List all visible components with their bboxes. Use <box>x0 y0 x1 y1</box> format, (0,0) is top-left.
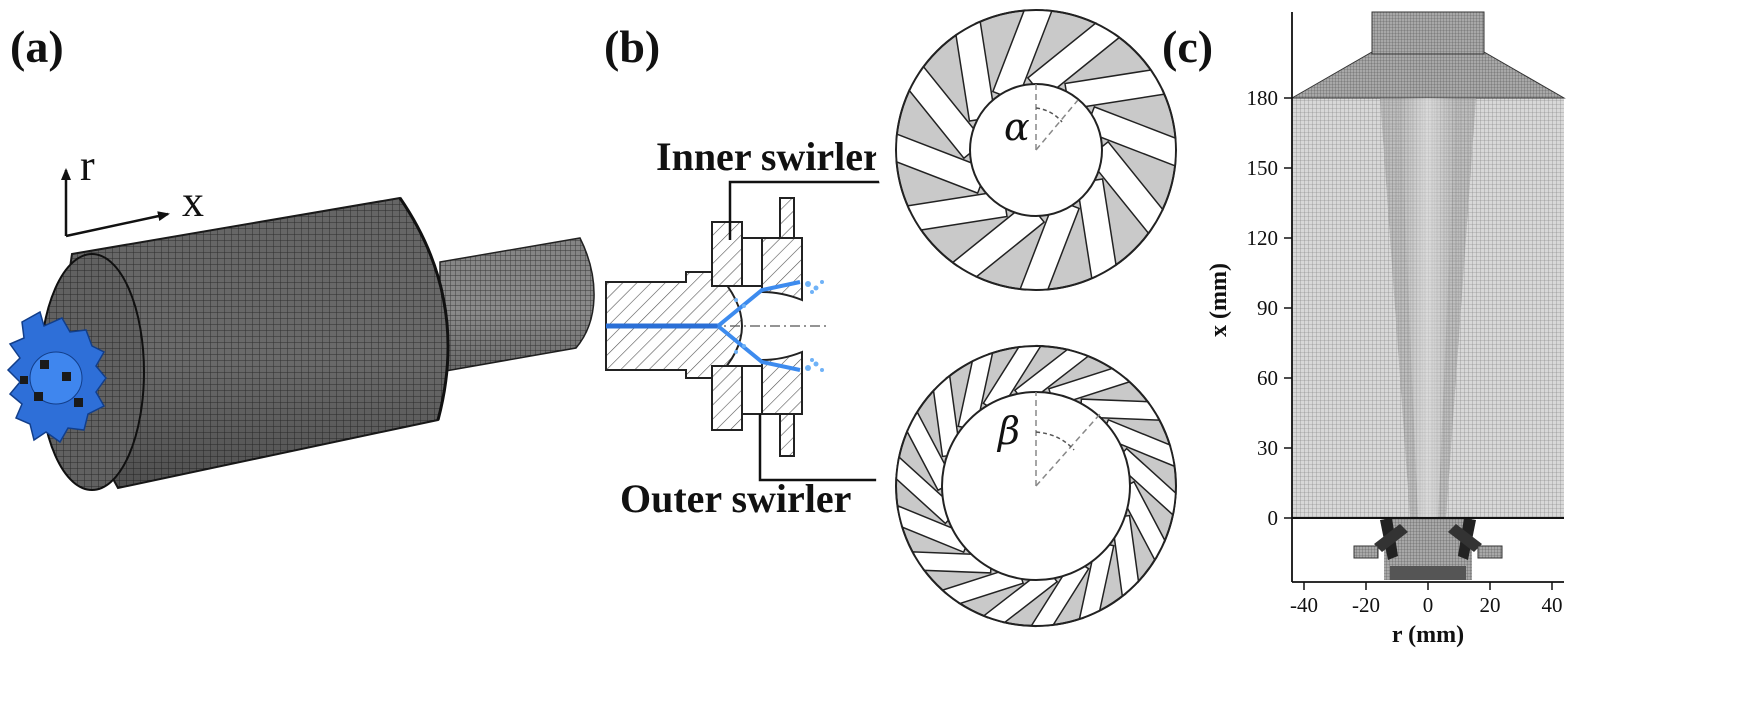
x-tick-label: 20 <box>1480 593 1501 617</box>
panel-c-label: (c) <box>1162 21 1213 72</box>
mesh-domain <box>1290 11 1566 580</box>
x-tick-label: 0 <box>1423 593 1434 617</box>
y-tick-label: 90 <box>1257 296 1278 320</box>
x-tick-label: -40 <box>1290 593 1318 617</box>
y-tick-label: 60 <box>1257 366 1278 390</box>
y-tick-label: 30 <box>1257 436 1278 460</box>
outer-swirler-diagram: β <box>876 326 1196 646</box>
outer-outer-edge <box>895 345 1177 627</box>
outer-swirl-angle-label: β <box>996 409 1020 453</box>
x-tick-label: 40 <box>1542 593 1563 617</box>
outer-swirler-label: Outer swirler <box>620 476 851 521</box>
y-tick-label: 180 <box>1247 86 1279 110</box>
y-axis-title: x (mm) <box>1206 263 1232 337</box>
y-tick-label: 150 <box>1247 156 1279 180</box>
y-tick-label: 120 <box>1247 226 1279 250</box>
axis-r-label: r <box>80 141 95 190</box>
inner-swirler-label: Inner swirler <box>656 134 881 179</box>
outer-swirler-leader <box>758 414 898 485</box>
outlet-pipe-mesh <box>439 237 595 373</box>
nozzle-cross-section <box>605 197 830 457</box>
axis-indicator: r x <box>61 141 204 238</box>
inner-swirler-diagram: α <box>876 0 1196 310</box>
panel-c: (c) 0 30 60 90 120 150 180 <box>1162 11 1566 648</box>
x-axis-ticks: -40 -20 0 20 40 <box>1290 582 1563 617</box>
y-axis-ticks: 0 30 60 90 120 150 180 <box>1247 86 1292 530</box>
inner-swirler-vanes <box>876 0 1196 310</box>
panel-b-label: (b) <box>604 21 660 72</box>
combustor-cylinder-mesh <box>39 196 450 491</box>
inner-outer-edge <box>895 9 1177 291</box>
panel-b: (b) <box>604 0 1196 646</box>
inner-swirl-angle-label: α <box>1004 105 1030 149</box>
inner-swirler-leader <box>728 177 898 240</box>
plot-axes: 0 30 60 90 120 150 180 -40 -20 0 20 40 x (mm) r (m… <box>1206 12 1564 648</box>
axis-x-label: x <box>182 177 204 226</box>
panel-a: (a) r x <box>6 21 595 491</box>
swirler-3d-model <box>6 310 107 444</box>
y-tick-label: 0 <box>1268 506 1279 530</box>
x-axis-title: r (mm) <box>1392 622 1464 648</box>
x-tick-label: -20 <box>1352 593 1380 617</box>
panel-a-label: (a) <box>10 21 64 72</box>
